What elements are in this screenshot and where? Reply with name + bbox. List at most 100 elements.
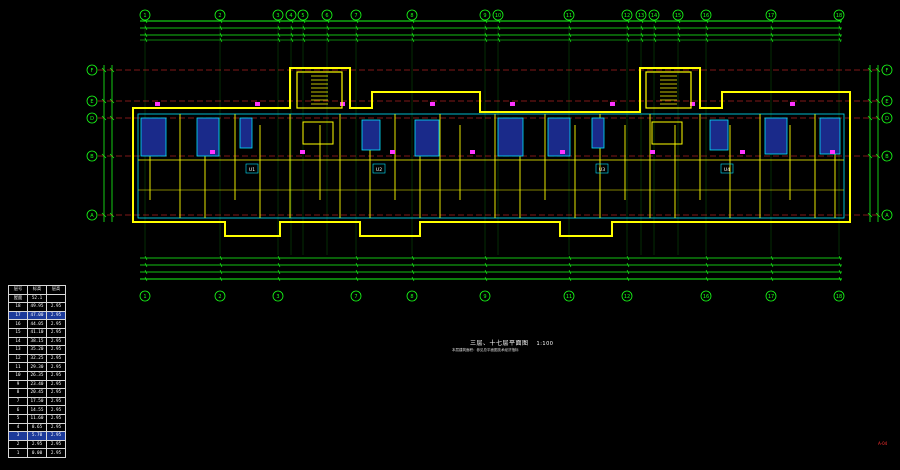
dimension-tick bbox=[568, 32, 572, 38]
stair-core bbox=[645, 71, 692, 109]
dimension-tick bbox=[640, 32, 644, 38]
drawing-number: A-04 bbox=[878, 441, 888, 446]
axis-bubble bbox=[881, 150, 893, 162]
level-table-cell: 47.00 bbox=[27, 310, 47, 321]
room-fill bbox=[709, 119, 729, 151]
dimension-tick bbox=[411, 32, 415, 38]
dimension-tick bbox=[568, 276, 572, 282]
dimension-tick bbox=[677, 25, 681, 31]
axis-label: 18 bbox=[836, 294, 842, 300]
door-marker bbox=[690, 102, 695, 106]
axis-label: B bbox=[90, 154, 94, 160]
level-table-cell: 2.95 bbox=[46, 439, 66, 450]
dimension-tick bbox=[705, 269, 709, 275]
dimension-tick bbox=[867, 115, 873, 121]
axis-label: 2 bbox=[218, 294, 221, 300]
dimension-tick bbox=[770, 255, 774, 261]
dimension-tick bbox=[302, 32, 306, 38]
drawing-note: 本层建筑面积：参见总平面图技术经济指标 bbox=[452, 348, 519, 352]
dimension-tick bbox=[355, 269, 359, 275]
dimension-tick bbox=[705, 37, 709, 43]
drawing-scale: 1:100 bbox=[536, 341, 554, 347]
axis-label: F bbox=[91, 68, 94, 74]
level-table-cell: 29.30 bbox=[27, 362, 47, 372]
level-table-header-cell: 层高 bbox=[46, 285, 66, 295]
axis-label: 16 bbox=[703, 294, 709, 300]
dimension-tick bbox=[838, 276, 842, 282]
dimension-tick bbox=[640, 25, 644, 31]
dimension-tick bbox=[219, 25, 223, 31]
door-marker bbox=[610, 102, 615, 106]
dimension-tick bbox=[770, 32, 774, 38]
dimension-tick bbox=[867, 98, 873, 104]
level-table-cell: 1 bbox=[8, 448, 28, 458]
axis-label: A bbox=[885, 213, 889, 219]
axis-label: 2 bbox=[218, 13, 221, 19]
room-fill bbox=[591, 117, 605, 149]
unit-label: U3 bbox=[599, 167, 605, 173]
dimension-tick bbox=[626, 262, 630, 268]
axis-bubble bbox=[272, 9, 284, 21]
axis-bubble bbox=[700, 290, 712, 302]
axis-bubble bbox=[350, 290, 362, 302]
axis-bubble bbox=[321, 9, 333, 21]
level-table-cell: 41.10 bbox=[27, 327, 47, 338]
axis-label: 13 bbox=[638, 13, 644, 19]
dimension-tick bbox=[838, 262, 842, 268]
door-marker bbox=[300, 150, 305, 154]
dimension-tick bbox=[626, 255, 630, 261]
level-table-cell: 2.95 bbox=[46, 327, 66, 338]
dimension-tick bbox=[277, 255, 281, 261]
level-table-header-cell: 层号 bbox=[8, 285, 28, 295]
dimension-tick bbox=[484, 276, 488, 282]
elevator-shaft bbox=[651, 121, 683, 145]
dimension-tick bbox=[640, 37, 644, 43]
axis-label: 7 bbox=[354, 13, 357, 19]
dimension-tick bbox=[626, 37, 630, 43]
door-marker bbox=[255, 102, 260, 106]
dimension-tick bbox=[626, 276, 630, 282]
level-table-cell: 11.60 bbox=[27, 413, 47, 424]
door-marker bbox=[470, 150, 475, 154]
dimension-tick bbox=[144, 32, 148, 38]
level-table-cell: 2.95 bbox=[46, 448, 66, 458]
level-table-cell: 12 bbox=[8, 353, 28, 364]
axis-bubble bbox=[214, 290, 226, 302]
axis-label: 5 bbox=[301, 13, 304, 19]
dimension-tick bbox=[626, 32, 630, 38]
level-table-cell: 2.95 bbox=[46, 422, 66, 433]
level-table-cell: 2.95 bbox=[46, 362, 66, 372]
axis-label: 17 bbox=[768, 294, 774, 300]
dimension-tick bbox=[144, 262, 148, 268]
dimension-tick bbox=[355, 37, 359, 43]
dimension-tick bbox=[677, 32, 681, 38]
door-marker bbox=[430, 102, 435, 106]
axis-bubble bbox=[700, 9, 712, 21]
door-marker bbox=[155, 102, 160, 106]
dimension-tick bbox=[705, 32, 709, 38]
dimension-tick bbox=[277, 32, 281, 38]
elevator-shaft bbox=[302, 121, 334, 145]
axis-bubble bbox=[479, 290, 491, 302]
level-table-cell: 2.95 bbox=[46, 413, 66, 424]
axis-label: 14 bbox=[651, 13, 657, 19]
axis-label: 8 bbox=[410, 294, 413, 300]
level-table-cell: 2.95 bbox=[46, 353, 66, 364]
axis-label: B bbox=[885, 154, 889, 160]
axis-label: 1 bbox=[143, 294, 146, 300]
axis-label: F bbox=[886, 68, 889, 74]
dimension-tick bbox=[705, 255, 709, 261]
room-fill bbox=[140, 117, 167, 157]
dimension-tick bbox=[484, 262, 488, 268]
dimension-tick bbox=[653, 25, 657, 31]
axis-label: 15 bbox=[675, 13, 681, 19]
level-table-cell: 17 bbox=[8, 310, 28, 321]
level-table-cell: 5.70 bbox=[27, 431, 47, 441]
dimension-tick bbox=[568, 255, 572, 261]
